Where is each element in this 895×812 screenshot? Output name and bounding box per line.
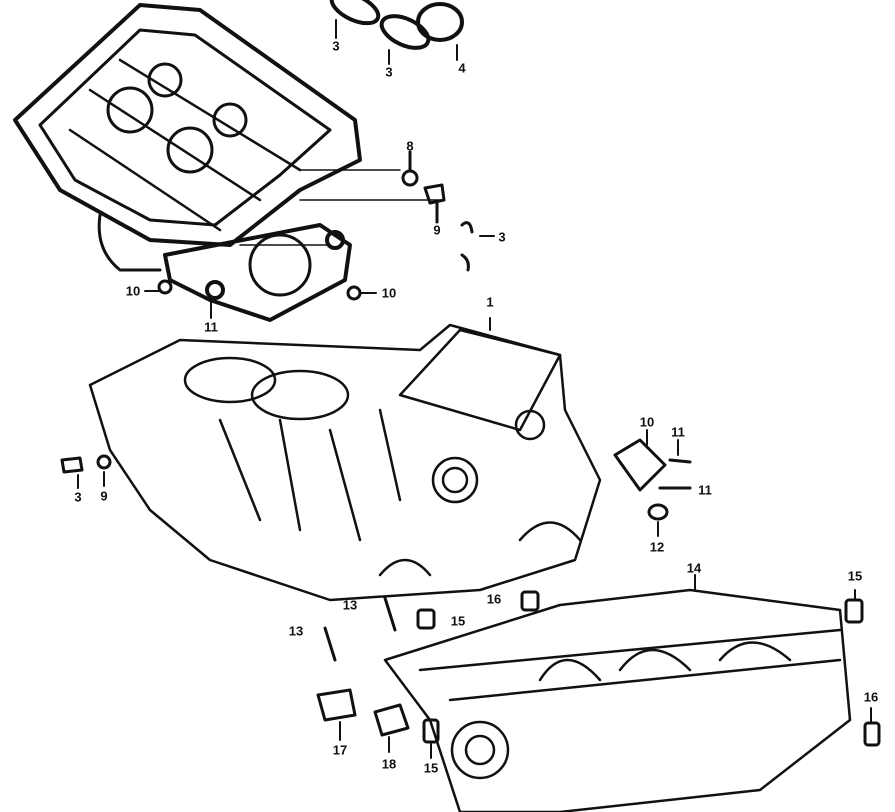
callout-10: 10 bbox=[639, 414, 655, 430]
callout-17: 17 bbox=[332, 742, 348, 758]
callout-16: 16 bbox=[486, 591, 502, 607]
callout-18: 18 bbox=[381, 756, 397, 772]
head-gasket bbox=[163, 223, 352, 322]
callout-11: 11 bbox=[698, 482, 712, 498]
callout-4: 4 bbox=[458, 60, 466, 76]
valve-parts bbox=[329, 0, 464, 65]
upper-crankcase bbox=[88, 317, 602, 602]
callout-13: 13 bbox=[288, 623, 304, 639]
cylinder-head bbox=[13, 3, 362, 272]
callout-3: 3 bbox=[332, 38, 340, 54]
callout-16: 16 bbox=[863, 689, 879, 705]
callout-3: 3 bbox=[74, 489, 82, 505]
callout-10: 10 bbox=[125, 283, 141, 299]
callout-15: 15 bbox=[423, 760, 439, 776]
lower-crankcase bbox=[383, 574, 852, 812]
side-cover-parts bbox=[613, 429, 692, 537]
callout-10: 10 bbox=[381, 285, 397, 301]
callout-15: 15 bbox=[847, 568, 863, 584]
callout-9: 9 bbox=[100, 488, 108, 504]
callout-13: 13 bbox=[342, 597, 358, 613]
top-fasteners bbox=[144, 150, 495, 319]
callout-9: 9 bbox=[433, 222, 441, 238]
callout-15: 15 bbox=[450, 613, 466, 629]
callout-3: 3 bbox=[385, 64, 393, 80]
callout-11: 11 bbox=[204, 319, 218, 335]
lower-small-parts bbox=[316, 589, 881, 759]
callout-3: 3 bbox=[498, 229, 506, 245]
callout-14: 14 bbox=[686, 560, 702, 576]
callout-12: 12 bbox=[649, 539, 665, 555]
callout-11: 11 bbox=[671, 424, 685, 440]
left-fasteners bbox=[60, 454, 112, 489]
callout-1: 1 bbox=[486, 294, 494, 310]
callout-8: 8 bbox=[406, 138, 414, 154]
